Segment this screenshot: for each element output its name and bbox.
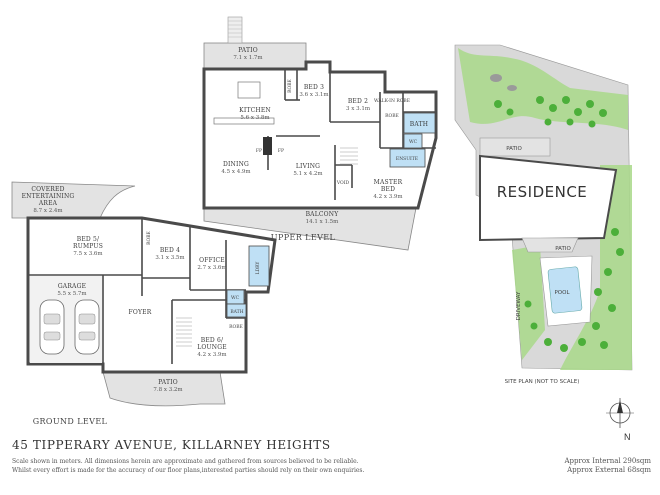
car-icon-left [39, 299, 65, 355]
kitchen-island [237, 81, 261, 99]
walkin-robe-label: WALK-IN ROBE [374, 98, 410, 104]
upper-robe1-label: ROBE [287, 79, 293, 93]
fireplace-label-1: FP [256, 148, 262, 154]
bed6-label: BED 6/ [201, 337, 224, 344]
covered-label-1: COVERED [31, 186, 64, 193]
ground-bath-label: BATH [230, 309, 243, 315]
dining-label: DINING [223, 161, 249, 168]
garage-dim: 5.5 x 5.7m [57, 291, 87, 297]
site-rocks [490, 74, 517, 91]
bed6-dim: 4.2 x 3.9m [197, 352, 227, 358]
ground-robe2-label: ROBE [229, 324, 243, 330]
kitchen-dim: 5.6 x 3.8m [240, 115, 270, 121]
master-label-2: BED [381, 186, 395, 193]
driveway-label: DRIVEWAY [516, 291, 522, 320]
ground-bath-area [226, 303, 247, 318]
bed3-label: BED 3 [304, 84, 324, 91]
master-label: MASTER [374, 179, 403, 186]
upper-patio-dim: 7.1 x 1.7m [233, 55, 263, 61]
bed3-dim: 3.6 x 3.1m [299, 92, 329, 98]
site-residence [479, 154, 618, 242]
bed5-label-2: RUMPUS [73, 243, 103, 250]
dining-dim: 4.5 x 4.9m [221, 169, 251, 175]
upper-patio [203, 42, 307, 70]
site-patio-top-label: PATIO [506, 146, 522, 152]
site-pool [547, 266, 583, 314]
bed4-dim: 3.1 x 3.5m [155, 255, 185, 261]
bed5-dim: 7.5 x 3.6m [73, 251, 103, 257]
site-plan-title: SITE PLAN (NOT TO SCALE) [505, 379, 580, 385]
upper-level-title: UPPER LEVEL [271, 233, 336, 242]
fireplace [263, 137, 272, 155]
ground-ldry-area [248, 245, 270, 287]
bed6-label-2: LOUNGE [197, 344, 227, 351]
upper-floor-outline [202, 60, 438, 210]
external-area: Approx External 68sqm [566, 466, 651, 474]
ground-level-plan: COVERED ENTERTAINING AREA 8.7 x 2.4m BED… [11, 181, 277, 426]
balcony-dim: 14.1 x 1.5m [306, 219, 340, 225]
site-garden-north [458, 48, 628, 130]
ground-level-title: GROUND LEVEL [33, 417, 108, 426]
garage-label: GARAGE [58, 283, 86, 290]
upper-stairs [227, 16, 243, 44]
ground-patio-dim: 7.8 x 3.2m [153, 387, 183, 393]
ldry-label: LDRY [255, 261, 261, 275]
property-address-title: 45 TIPPERARY AVENUE, KILLARNEY HEIGHTS [12, 438, 331, 452]
internal-area: Approx Internal 290sqm [563, 457, 651, 465]
balcony-label: BALCONY [306, 211, 340, 218]
kitchen-bench [213, 117, 275, 125]
upper-stairs-internal [340, 147, 358, 165]
bed2-dim: 3 x 3.1m [346, 106, 371, 112]
covered-label-2: ENTERTAINING [22, 193, 75, 200]
upper-wc-label: WC [409, 139, 418, 145]
kitchen-label: KITCHEN [239, 107, 271, 114]
site-patio-top [479, 137, 551, 157]
ground-patio-label: PATIO [158, 379, 178, 386]
covered-dim: 8.7 x 2.4m [33, 208, 63, 214]
ensuite-area [389, 148, 426, 168]
site-patio-bottom [521, 237, 579, 253]
upper-level-plan: PATIO 7.1 x 1.7m KITCHEN 5.6 x 3.8m ROBE… [202, 16, 438, 251]
site-trees [494, 96, 624, 352]
bed5-label: BED 5/ [77, 236, 100, 243]
upper-bath-area [403, 112, 436, 134]
site-patio-bottom-label: PATIO [555, 246, 571, 252]
covered-label-3: AREA [38, 200, 58, 207]
site-plan: PATIO RESIDENCE PATIO DRIVEWAY POOL SITE… [454, 44, 633, 385]
upper-bath-label: BATH [410, 121, 428, 128]
pool-label: POOL [554, 290, 570, 296]
car-icon-right [74, 299, 100, 355]
office-label: OFFICE [199, 257, 225, 264]
master-dim: 4.2 x 3.9m [373, 194, 403, 200]
void-label: VOID [336, 180, 350, 186]
upper-patio-label: PATIO [238, 47, 258, 54]
site-garden-east [560, 165, 632, 370]
upper-wc-area [403, 133, 423, 149]
ground-wc-label: WC [231, 295, 240, 301]
compass-north-label: N [624, 432, 631, 442]
residence-label: RESIDENCE [497, 183, 588, 201]
disclaimer-line-2: Whilst every effort is made for the accu… [12, 467, 365, 474]
ground-patio [102, 371, 226, 407]
ground-robe-label: ROBE [146, 231, 152, 245]
ensuite-label: ENSUITE [396, 156, 418, 162]
upper-robe2-label: ROBE [385, 113, 399, 119]
disclaimer-line-1: Scale shown in meters. All dimensions he… [12, 458, 359, 465]
fireplace-label-2: FP [278, 148, 284, 154]
ground-stairs [176, 317, 192, 347]
living-dim: 5.1 x 4.2m [293, 171, 323, 177]
living-label: LIVING [296, 163, 320, 170]
bed2-label: BED 2 [348, 98, 368, 105]
compass-icon: N [606, 398, 634, 442]
foyer-label: FOYER [129, 309, 152, 316]
bed4-label: BED 4 [160, 247, 180, 254]
office-dim: 2.7 x 3.6m [197, 265, 227, 271]
